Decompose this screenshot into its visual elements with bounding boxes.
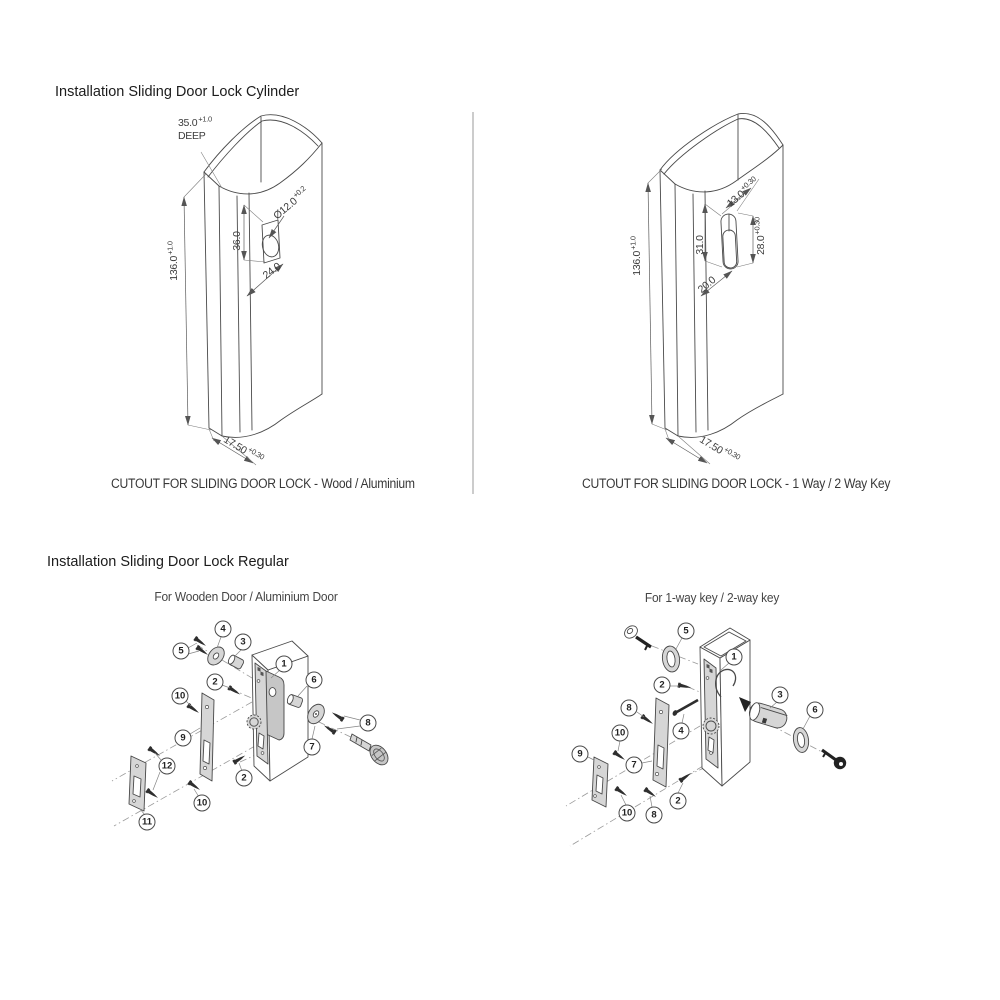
assembly-right-drawing bbox=[565, 625, 847, 847]
dim-depth-note: DEEP bbox=[178, 129, 206, 142]
escutcheon-disc-4 bbox=[207, 646, 225, 666]
balloon-part-9: 9 bbox=[174, 729, 192, 747]
dimension-lines-right bbox=[645, 168, 760, 465]
balloon-part-8b: 8 bbox=[645, 806, 663, 824]
thumbturn-key bbox=[349, 733, 389, 766]
balloon-part-10b: 10 bbox=[193, 794, 211, 812]
cutout-left-drawing bbox=[181, 114, 323, 466]
balloon-part-6: 6 bbox=[305, 671, 323, 689]
assembly-left-drawing bbox=[111, 635, 389, 827]
oval-escutcheon-6 bbox=[792, 727, 810, 753]
key-bottom-icon bbox=[821, 748, 847, 770]
mortise-lock-body bbox=[246, 662, 285, 765]
caption-prefix: CUTOUT FOR SLIDING DOOR LOCK - bbox=[111, 476, 318, 491]
strike-plate-7 bbox=[652, 697, 670, 788]
caption-variant: 1 Way / 2 Way Key bbox=[792, 476, 891, 491]
section2-title: Installation Sliding Door Lock Regular bbox=[47, 554, 289, 570]
cutout-right-caption: CUTOUT FOR SLIDING DOOR LOCK -1 Way / 2 … bbox=[582, 476, 890, 491]
caption-variant: Wood / Aluminium bbox=[321, 476, 415, 491]
balloon-part-6: 6 bbox=[806, 701, 824, 719]
door-profile bbox=[203, 114, 323, 438]
dim-slot-height-left: 36.0 bbox=[231, 231, 243, 250]
dim-tol: +1.0 bbox=[628, 236, 638, 250]
strike-plate-9 bbox=[199, 692, 215, 782]
dim-height-left: 136.0+1.0 bbox=[165, 241, 181, 281]
dim-slot-height-right: 31.0 bbox=[694, 235, 706, 254]
dim-depth-value: 35.0 bbox=[178, 117, 198, 129]
dim-value: 36.0 bbox=[231, 231, 243, 251]
dim-value: 136.0 bbox=[168, 255, 180, 281]
balloon-leaders-left bbox=[139, 636, 361, 816]
balloon-part-2b: 2 bbox=[669, 792, 687, 810]
dim-value: 28.0 bbox=[755, 235, 767, 255]
balloon-part-7: 7 bbox=[625, 756, 643, 774]
assembly-right-subtitle: For 1-way key / 2-way key bbox=[644, 590, 780, 605]
euro-cylinder-3 bbox=[748, 702, 788, 729]
keep-plate-9 bbox=[591, 756, 609, 808]
center-axes bbox=[565, 645, 823, 847]
door-profile bbox=[659, 113, 784, 438]
center-axes bbox=[111, 644, 358, 827]
dim-value: 136.0 bbox=[631, 250, 643, 276]
keep-plate-11 bbox=[128, 755, 147, 812]
cutout-left-caption: CUTOUT FOR SLIDING DOOR LOCK -Wood / Alu… bbox=[111, 476, 415, 491]
dim-depth-tol: +1.0 bbox=[198, 114, 212, 124]
balloon-part-4: 4 bbox=[214, 620, 232, 638]
assembly-left-subtitle: For Wooden Door / Aluminium Door bbox=[154, 589, 338, 604]
balloon-part-9: 9 bbox=[571, 745, 589, 763]
balloon-part-8: 8 bbox=[620, 699, 638, 717]
balloon-leaders-right bbox=[587, 637, 811, 808]
cylinder-spacer-3 bbox=[227, 654, 245, 670]
balloon-part-2: 2 bbox=[206, 673, 224, 691]
balloon-part-7: 7 bbox=[303, 738, 321, 756]
balloon-part-2b: 2 bbox=[235, 769, 253, 787]
connecting-screw-4 bbox=[672, 698, 699, 716]
oval-escutcheon-5 bbox=[661, 645, 681, 673]
dimension-lines-left bbox=[181, 151, 285, 466]
balloon-part-10: 10 bbox=[611, 724, 629, 742]
section1-title: Installation Sliding Door Lock Cylinder bbox=[55, 84, 300, 100]
balloon-part-1: 1 bbox=[275, 655, 293, 673]
balloon-part-5: 5 bbox=[677, 622, 695, 640]
dim-tol: +1.0 bbox=[165, 241, 175, 255]
balloon-part-10: 10 bbox=[171, 687, 189, 705]
dim-height-right: 136.0+1.0 bbox=[628, 236, 644, 276]
balloon-part-11: 11 bbox=[138, 813, 156, 831]
balloon-part-12: 12 bbox=[158, 757, 176, 775]
dim-slot-length: 28.0+0.30 bbox=[752, 217, 768, 255]
cutout-right-drawing bbox=[645, 113, 784, 465]
balloon-part-3: 3 bbox=[771, 686, 789, 704]
escutcheon-disc-7 bbox=[307, 703, 325, 725]
balloon-part-4: 4 bbox=[672, 722, 690, 740]
cylinder-hole-cutout bbox=[261, 219, 281, 264]
key-top-icon bbox=[624, 625, 652, 651]
dim-value: 31.0 bbox=[694, 235, 706, 255]
cylinder-spacer-6 bbox=[286, 694, 304, 708]
dim-tol: +0.30 bbox=[752, 217, 762, 235]
key-slot-cutout bbox=[720, 213, 739, 270]
balloon-part-3: 3 bbox=[234, 633, 252, 651]
dim-depth: 35.0+1.0 DEEP bbox=[178, 114, 212, 142]
balloon-part-5: 5 bbox=[172, 642, 190, 660]
balloon-part-1: 1 bbox=[725, 648, 743, 666]
balloon-part-8: 8 bbox=[359, 714, 377, 732]
caption-prefix: CUTOUT FOR SLIDING DOOR LOCK - bbox=[582, 476, 789, 491]
balloon-part-10b: 10 bbox=[618, 804, 636, 822]
mortise-lock-body bbox=[702, 658, 751, 769]
balloon-part-2: 2 bbox=[653, 676, 671, 694]
insert-arrow bbox=[739, 697, 751, 712]
